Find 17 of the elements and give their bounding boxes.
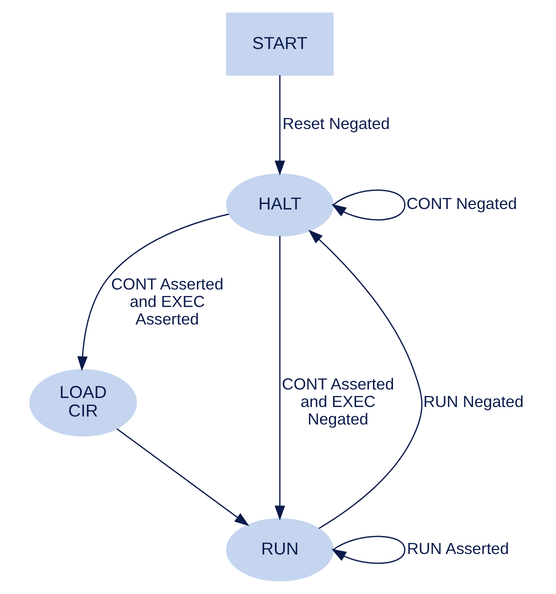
node-ellipse: LOAD CIR (29, 369, 137, 436)
edge-label: Reset Negated (282, 114, 390, 133)
edge-label: RUN Asserted (407, 540, 509, 558)
arrow (331, 190, 406, 220)
node-ellipse: RUN (226, 518, 334, 582)
arrow (274, 236, 286, 520)
edge-label: CONT Negated (406, 195, 517, 214)
node-box: START (226, 12, 334, 76)
edge-label: CONT Asserted and EXEC Negated (282, 376, 394, 428)
arrow (331, 536, 406, 564)
arrow (116, 428, 250, 526)
edge-label: CONT Asserted and EXEC Asserted (111, 276, 224, 328)
arrow (274, 75, 286, 176)
node-ellipse: HALT (226, 173, 334, 237)
edge-label: RUN Negated (423, 392, 524, 411)
arrow (77, 214, 230, 372)
arrow (308, 230, 422, 529)
